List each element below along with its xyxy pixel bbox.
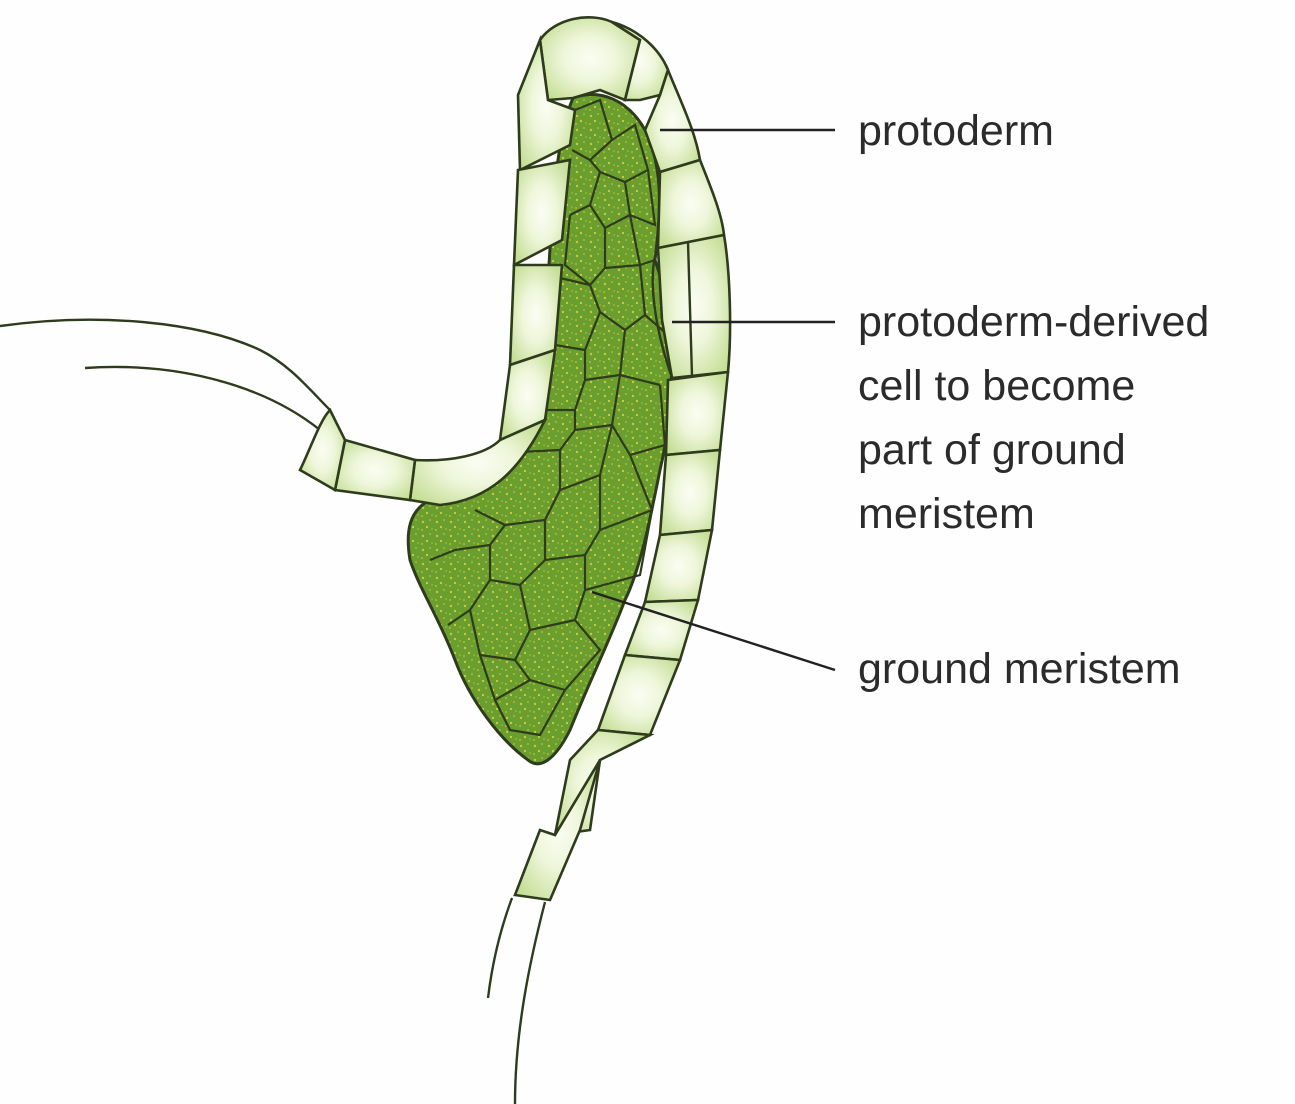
protoderm-cells — [300, 17, 730, 900]
label-ground-meristem: ground meristem — [858, 637, 1181, 701]
label-line: meristem — [858, 482, 1209, 546]
label-line: part of ground — [858, 418, 1209, 482]
label-line: cell to become — [858, 354, 1209, 418]
stem-outline — [488, 898, 545, 1104]
label-protoderm-derived-cell: protoderm-derived cell to become part of… — [858, 290, 1209, 546]
parent-leaf-outline — [0, 320, 330, 430]
label-line: protoderm-derived — [858, 290, 1209, 354]
label-protoderm: protoderm — [858, 99, 1054, 163]
